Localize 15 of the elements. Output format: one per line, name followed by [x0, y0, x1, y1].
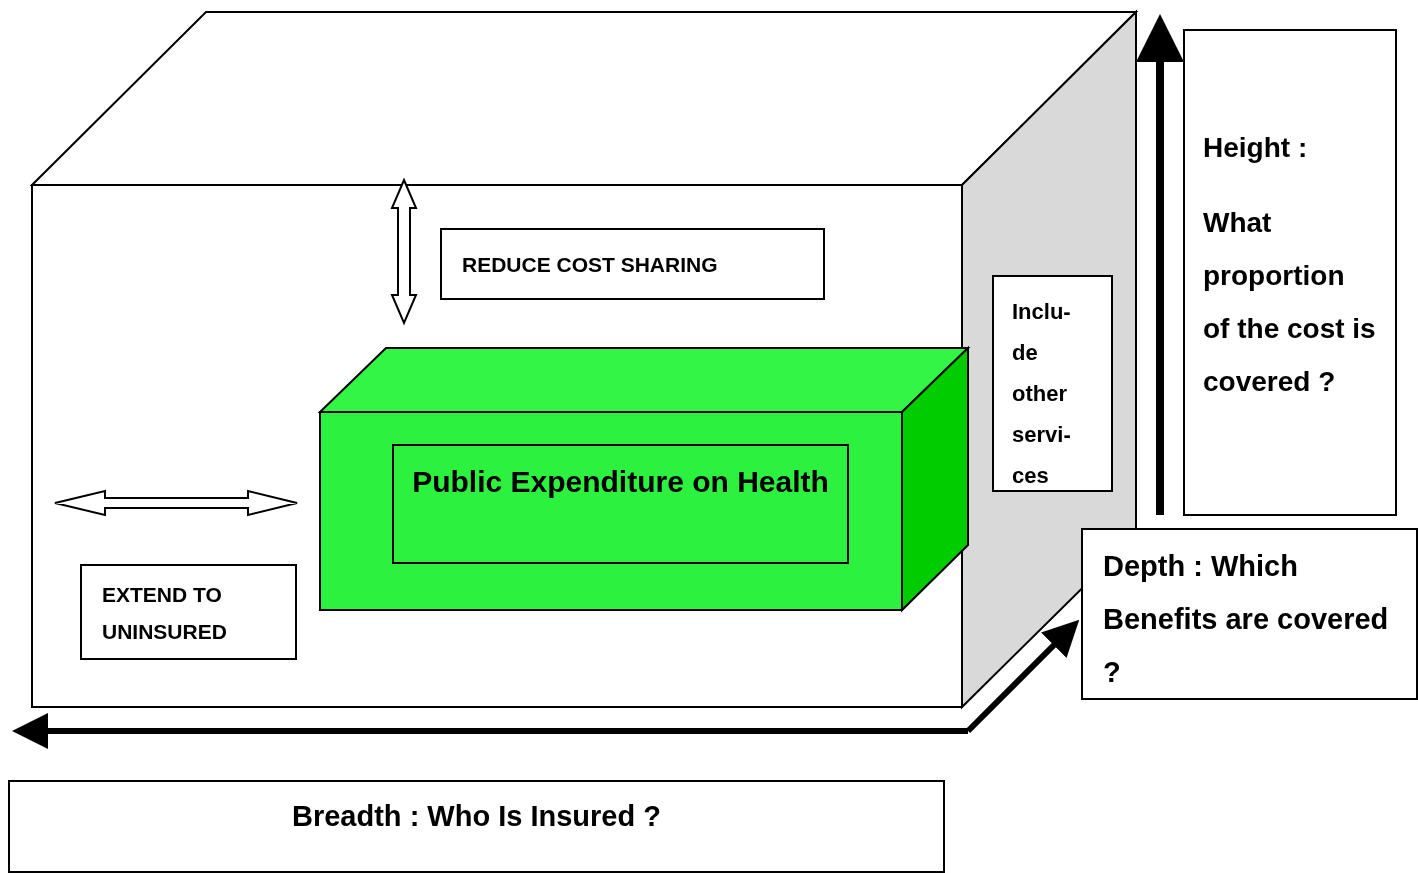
label-box	[440, 228, 825, 300]
label-box	[392, 444, 849, 564]
label-box	[1183, 29, 1397, 516]
label-box	[1081, 528, 1418, 700]
label-box	[992, 275, 1113, 492]
label-box	[80, 564, 297, 660]
box-text: Public Expenditure on Health	[411, 464, 830, 500]
box-text: Breadth : Who Is Insured ?	[291, 799, 662, 834]
box-text: Depth : Which Benefits are covered ?	[1103, 549, 1390, 690]
box-text: REDUCE COST SHARING	[462, 252, 719, 278]
box-text: What proportion of the cost is covered ?	[1203, 206, 1377, 399]
label-box	[8, 780, 945, 873]
box-text: EXTEND TO UNINSURED	[102, 582, 228, 645]
box-text: Inclu- de other servi- ces	[1012, 298, 1072, 490]
heading-text: Height :	[1203, 131, 1309, 165]
